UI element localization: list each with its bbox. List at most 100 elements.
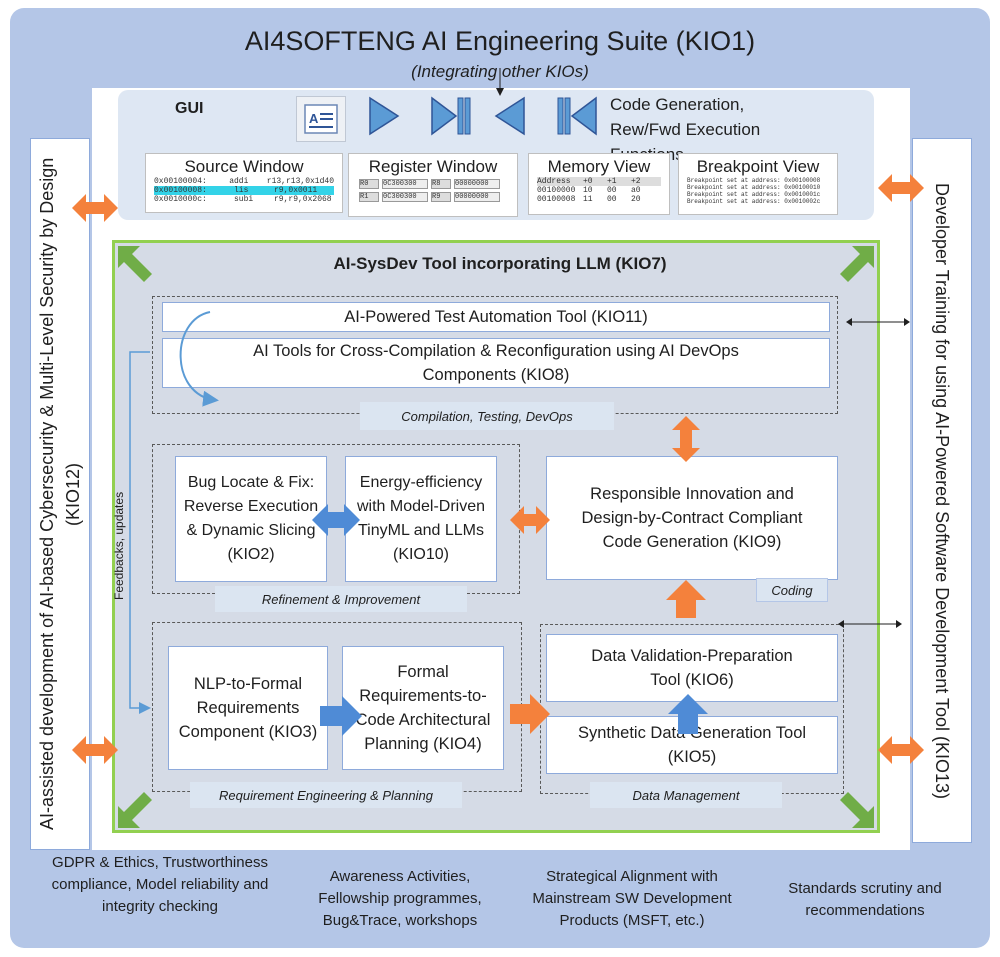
register-cell: R0 (359, 179, 379, 189)
source-row-address: 0x0010000c: (154, 195, 207, 204)
data-management-caption: Data Management (590, 782, 782, 808)
memory-cell: 00100000 (537, 186, 576, 195)
left-sidebar-kio12: AI-assisted development of AI-based Cybe… (30, 138, 90, 850)
source-listing: 0x00100004: addi r13,r13,0x1d40 0x00100008… (146, 177, 342, 204)
compilation-caption: Compilation, Testing, DevOps (360, 402, 614, 430)
source-row-op: subi (234, 195, 254, 204)
memory-cell: 00 (607, 195, 617, 204)
green-corner-arrow-bl (118, 792, 152, 828)
register-cell: R8 (431, 179, 451, 189)
source-window[interactable]: Source Window 0x00100004: addi r13,r13,0x1… (145, 153, 343, 213)
left-sidebar-bottom-arrow (72, 736, 118, 764)
subtitle-down-arrow (496, 68, 504, 96)
kio10-kio9-arrow (510, 506, 550, 534)
breakpoint-view[interactable]: Breakpoint View Breakpoint set at addres… (678, 153, 838, 215)
memory-row: 00100000 10 00 a0 (537, 186, 661, 195)
compilation-kio9-arrow (672, 416, 700, 462)
coding-caption: Coding (756, 578, 828, 602)
memory-cell: +1 (607, 177, 617, 186)
step-reverse-icon[interactable] (556, 96, 598, 136)
source-row-address: 0x00100008: (154, 186, 207, 195)
kio3-box: NLP-to-Formal Requirements Component (KI… (168, 646, 328, 770)
green-corner-arrow-br (840, 792, 874, 828)
memory-cell: 20 (631, 195, 641, 204)
register-cell: 0C300300 (382, 192, 428, 202)
source-window-title: Source Window (184, 157, 304, 176)
register-window[interactable]: Register Window R0 0C300300 R8 00000000 … (348, 153, 518, 217)
kio5-to-kio6-arrow (668, 694, 708, 734)
source-row: 0x00100004: addi r13,r13,0x1d40 (154, 177, 334, 186)
step-forward-icon[interactable] (430, 96, 472, 136)
register-cell: R9 (431, 192, 451, 202)
feedback-line (129, 351, 151, 714)
requirements-caption: Requirement Engineering & Planning (190, 782, 462, 808)
register-cell: 0C300300 (382, 179, 428, 189)
breakpoint-line: Breakpoint set at address: 0x00100010 (687, 184, 821, 191)
memory-header: Address +0 +1 +2 (537, 177, 661, 186)
memory-cell: a0 (631, 186, 641, 195)
kio11-box: AI-Powered Test Automation Tool (KIO11) (162, 302, 830, 332)
kio2-kio10-arrow (312, 504, 360, 536)
editor-icon[interactable]: A (296, 96, 346, 142)
source-row-op: addi (229, 177, 249, 186)
bottom-item-alignment: Strategical Alignment with Mainstream SW… (532, 868, 732, 929)
play-reverse-icon[interactable] (494, 96, 526, 136)
memory-row: 00100008 11 00 20 (537, 195, 661, 204)
register-cell: 00000000 (454, 179, 500, 189)
kio2-box: Bug Locate & Fix: Reverse Execution & Dy… (175, 456, 327, 582)
kio4-to-data-arrow (510, 694, 550, 734)
memory-cell: 00 (607, 186, 617, 195)
green-corner-arrow-tr (840, 246, 874, 282)
svg-text:A: A (309, 111, 319, 126)
memory-cell: +2 (631, 177, 641, 186)
kio9-box: Responsible Innovation and Design-by-Con… (546, 456, 838, 580)
memory-cell: +0 (583, 177, 593, 186)
feedback-loop-arrow (179, 311, 219, 407)
register-cell: 00000000 (454, 192, 500, 202)
suite-title: AI4SOFTENG AI Engineering Suite (KIO1) (244, 26, 756, 56)
memory-cell: 00100008 (537, 195, 576, 204)
source-row-address: 0x00100004: (154, 177, 207, 186)
gui-label: GUI (175, 100, 204, 117)
kio11-to-kio13-arrow (846, 318, 910, 326)
breakpoint-list: Breakpoint set at address: 0x00100008 Br… (679, 177, 837, 205)
bottom-item-gdpr: GDPR & Ethics, Trustworthiness complianc… (51, 854, 269, 915)
bottom-item-standards: Standards scrutiny and recommendations (788, 880, 942, 919)
source-row-op: lis (234, 186, 249, 195)
register-window-title: Register Window (368, 157, 498, 176)
memory-cell: 10 (583, 186, 593, 195)
memory-cell: 11 (583, 195, 593, 204)
breakpoint-line: Breakpoint set at address: 0x0010001c (687, 191, 821, 198)
source-row: 0x0010000c: subi r9,r9,0x2068 (154, 195, 334, 204)
right-sidebar-kio13: Developer Training for using AI-Powered … (912, 138, 972, 843)
right-sidebar-gui-arrow (878, 174, 924, 202)
refinement-caption: Refinement & Improvement (215, 586, 467, 612)
source-row-args: r9,0x0011 (274, 186, 318, 195)
left-sidebar-gui-arrow (72, 194, 118, 222)
right-sidebar-bottom-arrow (878, 736, 924, 764)
kio3-to-kio4-arrow (320, 696, 362, 736)
register-grid: R0 0C300300 R8 00000000 R1 0C300300 R9 0… (349, 177, 517, 204)
data-to-kio13-arrow (838, 620, 902, 628)
kio8-box: AI Tools for Cross-Compilation & Reconfi… (162, 338, 830, 388)
memory-view-title: Memory View (547, 157, 651, 176)
kio7-title: AI-SysDev Tool incorporating LLM (KIO7) (333, 254, 667, 273)
source-row-args: r13,r13,0x1d40 (266, 177, 334, 186)
data-to-kio9-arrow (666, 580, 706, 618)
memory-cell: Address (537, 177, 571, 186)
source-row-args: r9,r9,0x2068 (274, 195, 332, 204)
bottom-item-awareness: Awareness Activities, Fellowship program… (318, 868, 482, 929)
source-row-highlighted: 0x00100008: lis r9,0x0011 (154, 186, 334, 195)
breakpoint-line: Breakpoint set at address: 0x0010002c (687, 198, 821, 205)
breakpoint-view-title: Breakpoint View (696, 157, 820, 176)
kio6-box: Data Validation-Preparation Tool (KIO6) (546, 634, 838, 702)
register-cell: R1 (359, 192, 379, 202)
right-sidebar-label: Developer Training for using AI-Powered … (932, 182, 952, 799)
breakpoint-line: Breakpoint set at address: 0x00100008 (687, 177, 821, 184)
play-forward-icon[interactable] (368, 96, 400, 136)
memory-view[interactable]: Memory View Address +0 +1 +2 00100000 10 00 a0… (528, 153, 670, 215)
green-corner-arrow-tl (118, 246, 152, 282)
kio4-box: Formal Requirements-to-Code Architectura… (342, 646, 504, 770)
